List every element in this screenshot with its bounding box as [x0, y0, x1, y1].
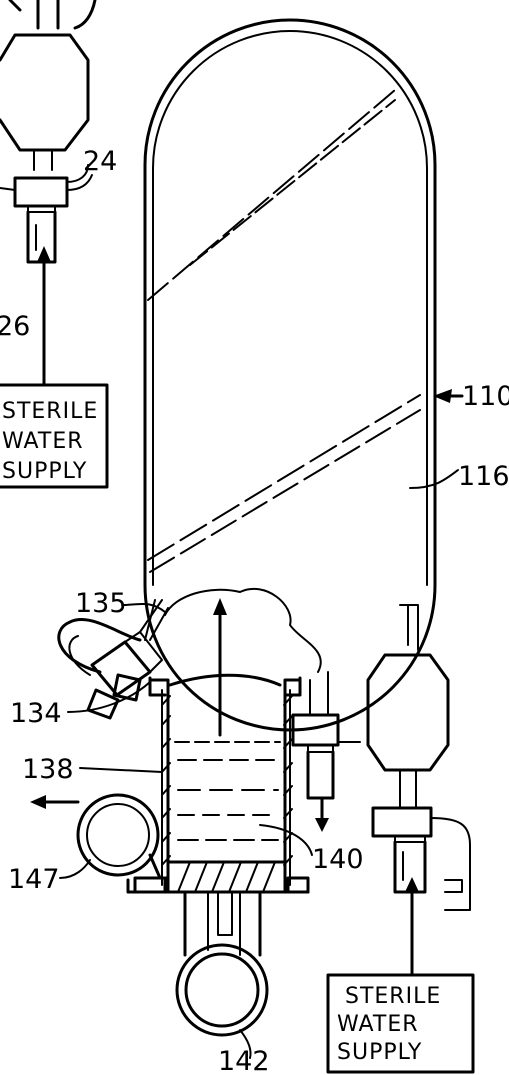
- outlet-valve: [291, 671, 361, 832]
- left-supply-box: STERILE WATER SUPPLY: [0, 383, 109, 489]
- right-box-line3: SUPPLY: [337, 1040, 422, 1065]
- left-arrow-up-icon: [37, 246, 51, 262]
- right-supply-box: STERILE WATER SUPPLY: [326, 973, 475, 1074]
- stem-ring-142: [175, 890, 269, 1037]
- left-box-line1: STERILE: [2, 399, 98, 424]
- arrow-left-147-icon: [30, 795, 46, 809]
- left-bag-assembly: [0, 0, 97, 387]
- right-arrow-up-icon: [405, 877, 419, 892]
- ref-26-group: 26: [0, 311, 30, 342]
- ref-147-group: 147: [8, 859, 91, 895]
- left-box-line2: WATER: [2, 429, 84, 454]
- label-138: 138: [22, 754, 74, 785]
- ref-135-group: 135: [75, 588, 166, 619]
- left-box-line3: SUPPLY: [2, 459, 87, 484]
- ref-116-group: 116: [409, 461, 509, 492]
- ref-140-group: 140: [259, 824, 364, 875]
- ref-138-group: 138: [22, 754, 163, 785]
- left-bag: [0, 33, 90, 152]
- label-116: 116: [458, 461, 509, 492]
- cup-outer: [148, 678, 302, 894]
- main-vessel: [143, 18, 437, 732]
- cup-arrow-up-icon: [213, 598, 227, 615]
- label-135: 135: [75, 588, 127, 619]
- vessel-inner: [152, 30, 428, 586]
- label-142: 142: [218, 1046, 270, 1075]
- side-ring-147: [30, 793, 170, 880]
- label-134: 134: [10, 698, 62, 729]
- label-140: 140: [312, 844, 364, 875]
- label-110: 110: [462, 381, 509, 412]
- reservoir-cup: [126, 598, 310, 894]
- right-connector: [371, 806, 433, 838]
- label-24: 24: [83, 146, 117, 177]
- outlet-arrow-down-icon: [315, 818, 329, 832]
- ref-24-group: 24: [66, 146, 117, 183]
- right-bag-assembly: [366, 604, 471, 977]
- right-box-line2: WATER: [337, 1012, 419, 1037]
- ref-142-group: 142: [218, 1029, 270, 1075]
- label-26: 26: [0, 311, 30, 342]
- ref-134-group: 134: [10, 681, 151, 729]
- arrow-110-icon: [433, 389, 452, 403]
- label-147: 147: [8, 864, 60, 895]
- connector-24: [13, 176, 69, 208]
- right-box-line1: STERILE: [345, 984, 441, 1009]
- filter-region-135: [144, 587, 322, 673]
- vessel-outer: [143, 18, 437, 732]
- right-bag: [366, 653, 450, 772]
- left-plug-assembly: [57, 599, 169, 720]
- ref-110-group: 110: [433, 381, 509, 412]
